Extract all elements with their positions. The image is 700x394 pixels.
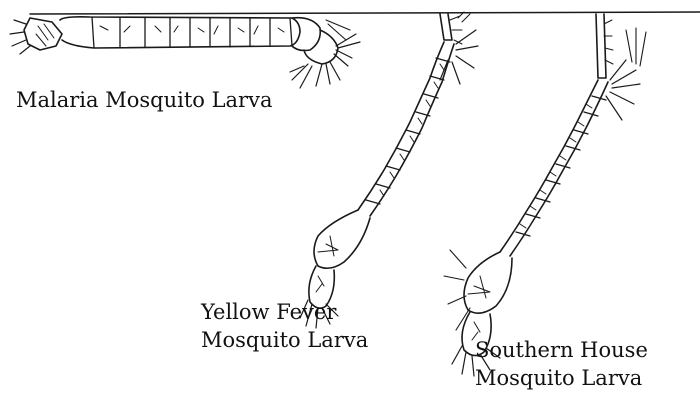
southern-house-label-line-1: Southern House [475,336,648,364]
yellow-fever-label-line-1: Yellow Fever [201,298,368,326]
southern-house-larva-label: Southern House Mosquito Larva [475,336,648,392]
malaria-larva-label: Malaria Mosquito Larva [16,86,272,114]
southern-house-label-line-2: Mosquito Larva [475,364,648,392]
malaria-larva [10,17,360,88]
yellow-fever-label-line-2: Mosquito Larva [201,326,368,354]
malaria-label-line: Malaria Mosquito Larva [16,86,272,114]
water-surface-line [30,12,700,14]
yellow-fever-larva [300,12,478,328]
yellow-fever-larva-label: Yellow Fever Mosquito Larva [201,298,368,354]
